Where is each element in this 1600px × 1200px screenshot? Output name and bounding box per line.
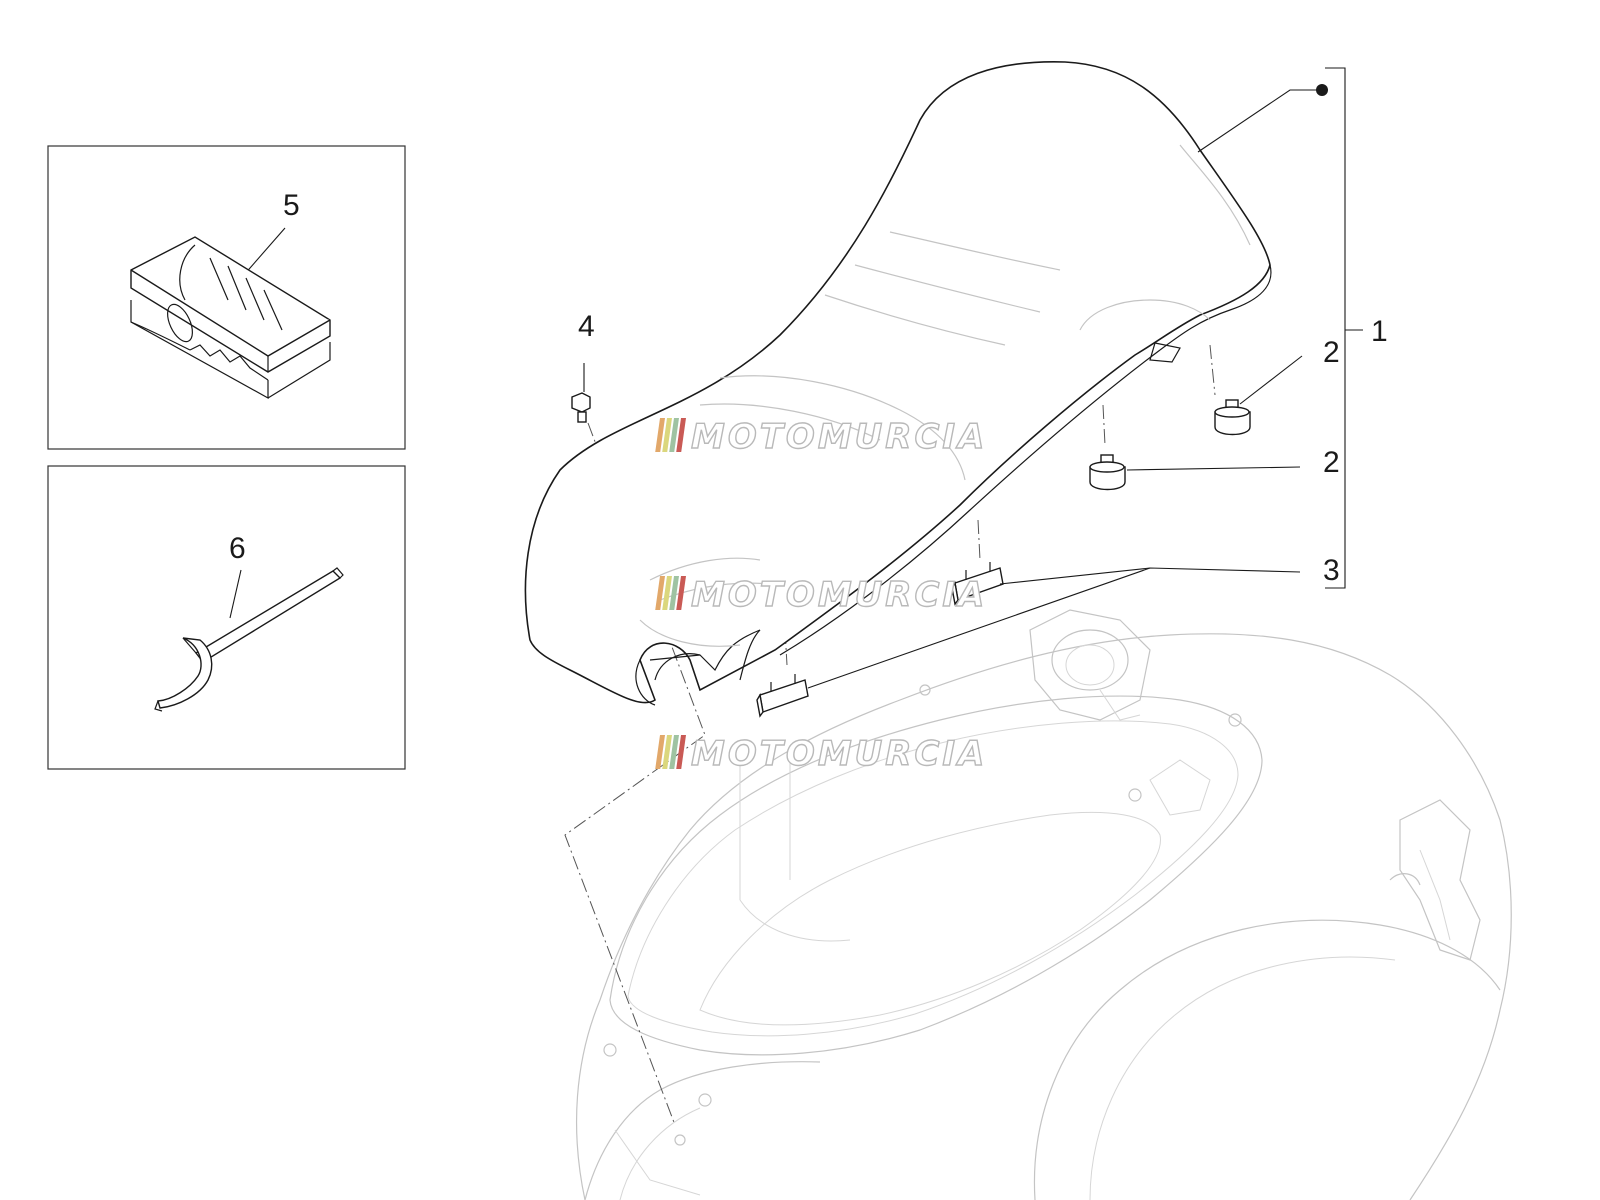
watermark-3: MOTOMURCIA [655, 733, 987, 775]
watermark-stripe [655, 418, 665, 452]
watermark-stripe [669, 576, 679, 610]
bumper-part-upper [1214, 399, 1251, 436]
callout-clip: 5 [283, 189, 300, 222]
callout-wrench: 6 [229, 532, 246, 565]
clip-part [130, 236, 331, 400]
bumper-part-lower [1089, 454, 1126, 491]
watermark-stripe [669, 418, 679, 452]
leader-lines [583, 67, 1363, 689]
watermark-stripe [662, 735, 672, 769]
seat-part [524, 61, 1272, 706]
watermark-stripe [676, 735, 686, 769]
callout-seat: 1 [1371, 315, 1388, 348]
watermark-stripe [662, 418, 672, 452]
callout-screw: 4 [578, 310, 595, 343]
watermark-text: MOTOMURCIA [691, 417, 987, 457]
scooter-body-background [576, 609, 1512, 1200]
wrench-part [154, 567, 344, 712]
callout-seat-pad: 3 [1323, 554, 1340, 587]
watermark-text: MOTOMURCIA [691, 734, 987, 774]
screw-part [571, 392, 591, 423]
watermark-stripe [676, 576, 686, 610]
watermark-stripe [655, 576, 665, 610]
watermark-stripe [669, 735, 679, 769]
wrench-detail-box: 6 [47, 465, 406, 770]
watermark-text: MOTOMURCIA [691, 575, 987, 615]
callout-bumper-lower: 2 [1323, 446, 1340, 479]
watermark-stripe [655, 735, 665, 769]
watermark-stripe [662, 576, 672, 610]
watermark-1: MOTOMURCIA [655, 416, 987, 458]
watermark-stripe [676, 418, 686, 452]
callout-bumper-upper: 2 [1323, 336, 1340, 369]
seat-pad-part-left [756, 674, 809, 718]
watermark-2: MOTOMURCIA [655, 574, 987, 616]
clip-detail-box: 5 [47, 145, 406, 450]
